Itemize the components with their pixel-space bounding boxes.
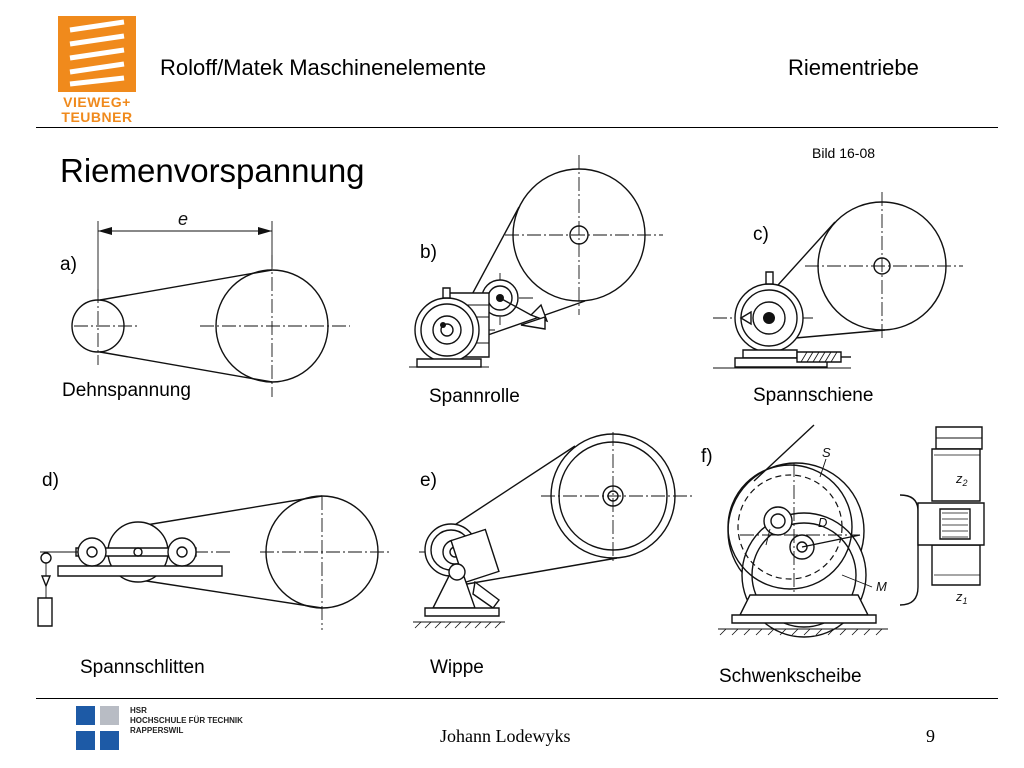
- publisher-logo-mark: [58, 16, 136, 92]
- slide-title: Riemenvorspannung: [60, 152, 365, 189]
- school-name-line1: HSR: [130, 706, 147, 715]
- panel-e-diagram: [405, 432, 695, 632]
- panel-f-mark-s: S: [822, 445, 831, 460]
- panel-b-caption: Spannrolle: [429, 386, 520, 407]
- panel-d-diagram: [30, 490, 390, 640]
- panel-f-mark-m: M: [876, 579, 887, 594]
- panel-d-caption: Spannschlitten: [80, 657, 205, 678]
- book-title: Roloff/Matek Maschinenelemente: [160, 55, 487, 80]
- school-name-line3: RAPPERSWIL: [130, 726, 184, 735]
- panel-c-letter: c): [753, 224, 769, 245]
- figure-reference: Bild 16-08: [812, 145, 876, 161]
- panel-a-caption: Dehnspannung: [62, 380, 191, 401]
- publisher-logo-line1: VIEWEG+: [63, 94, 131, 110]
- panel-f-mark-z1-sub: 1: [963, 596, 968, 606]
- header-rule: [36, 127, 998, 128]
- panel-b-diagram: [405, 155, 665, 385]
- panel-a-letter: a): [60, 254, 77, 275]
- school-logo-mark: [76, 706, 119, 750]
- panel-f-mark-z1: z1: [955, 589, 968, 606]
- panel-c-caption: Spannschiene: [753, 385, 874, 406]
- page-number: 9: [926, 726, 935, 746]
- publisher-logo-line2: TEUBNER: [61, 109, 133, 125]
- school-name-line2: HOCHSCHULE FÜR TECHNIK: [130, 716, 243, 725]
- footer-rule: [36, 698, 998, 699]
- panel-f-letter: f): [701, 446, 713, 467]
- panel-f-diagram: S D M z2 z1: [710, 425, 1000, 640]
- panel-f-mark-z2: z2: [955, 471, 968, 488]
- chapter-title: Riementriebe: [788, 55, 919, 80]
- panel-e-caption: Wippe: [430, 657, 484, 678]
- panel-a-diagram: e: [60, 209, 360, 405]
- panel-f-mark-d: D: [818, 515, 827, 530]
- author-name: Johann Lodewyks: [440, 726, 571, 746]
- panel-a-dim-label: e: [178, 209, 188, 229]
- panel-f-caption: Schwenkscheibe: [719, 666, 862, 687]
- panel-c-diagram: [705, 178, 965, 378]
- panel-e-letter: e): [420, 470, 437, 491]
- panel-f-mark-z2-sub: 2: [962, 478, 968, 488]
- panel-b-letter: b): [420, 242, 437, 263]
- school-logo: HSR HOCHSCHULE FÜR TECHNIK RAPPERSWIL: [76, 706, 276, 752]
- publisher-logo: VIEWEG+ TEUBNER: [58, 16, 136, 125]
- panel-d-letter: d): [42, 470, 59, 491]
